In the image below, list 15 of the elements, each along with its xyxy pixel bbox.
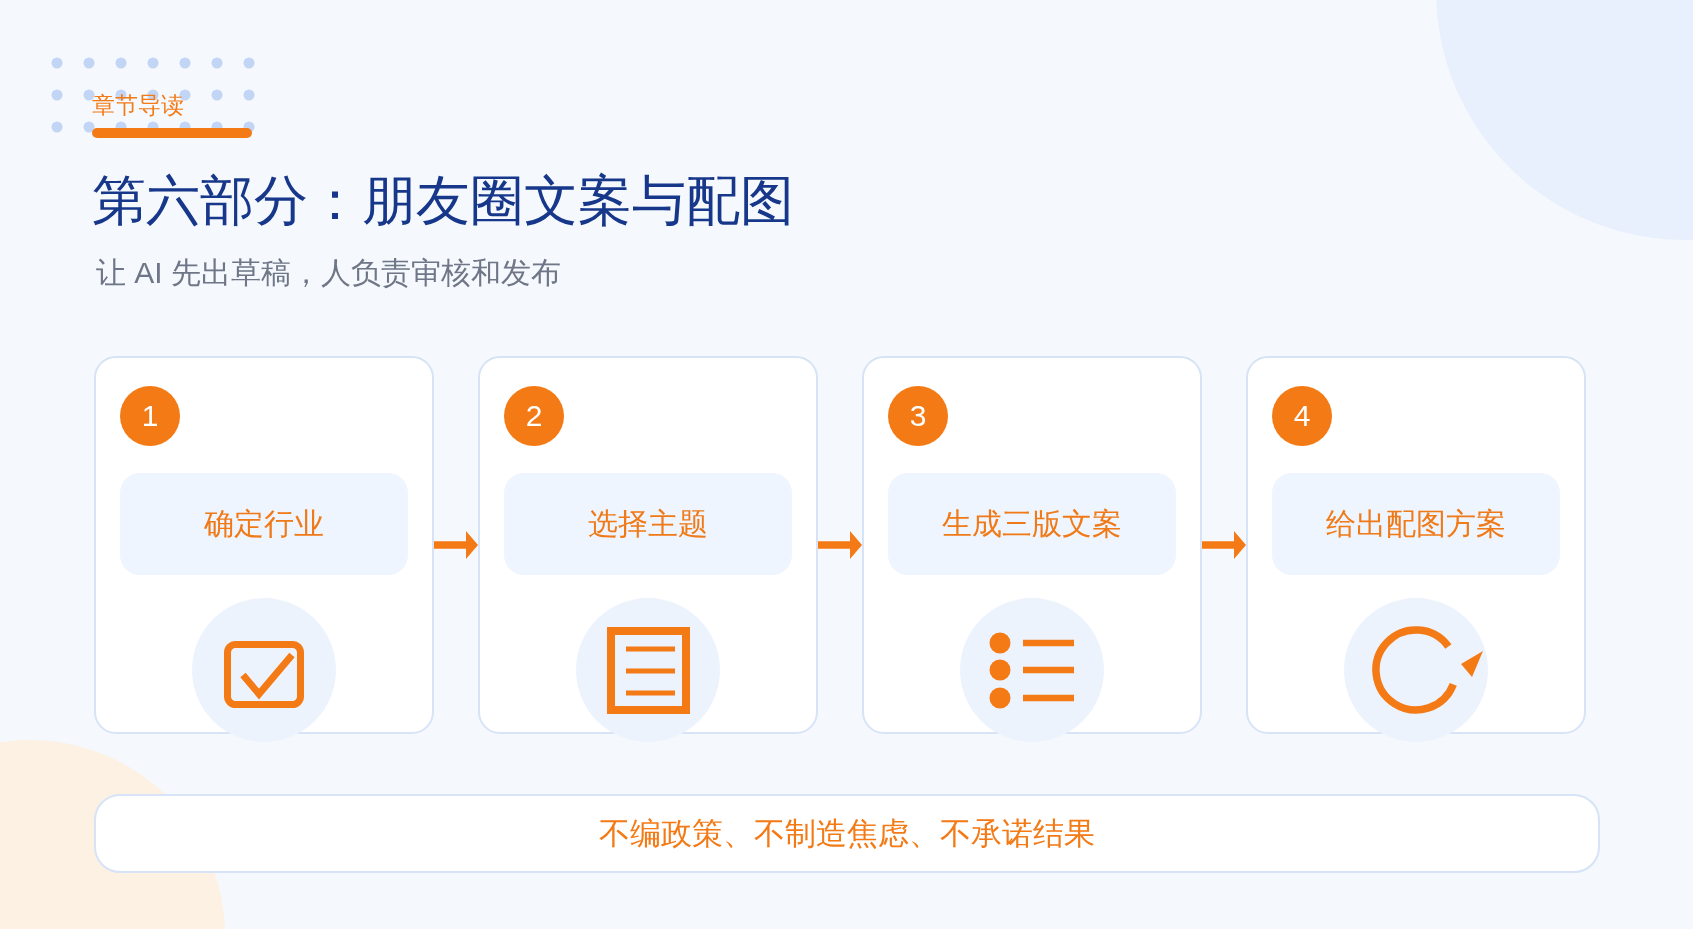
subtitle: 让 AI 先出草稿，人负责审核和发布 <box>96 255 561 291</box>
number-badge: 1 <box>120 386 180 446</box>
note-bar: 不编政策、不制造焦虑、不承诺结果 <box>94 794 1600 873</box>
number-badge: 3 <box>888 386 948 446</box>
step-label-box: 生成三版文案 <box>888 473 1176 575</box>
arrow <box>818 531 862 559</box>
arrow <box>434 531 478 559</box>
step-label-box: 确定行业 <box>120 473 408 575</box>
title: 第六部分：朋友圈文案与配图 <box>92 169 794 232</box>
arrow <box>1202 531 1246 559</box>
number-badge: 4 <box>1272 386 1332 446</box>
section-tag: 章节导读 <box>92 91 184 119</box>
step-label-box: 选择主题 <box>504 473 792 575</box>
step-label-box: 给出配图方案 <box>1272 473 1560 575</box>
number-badge: 2 <box>504 386 564 446</box>
